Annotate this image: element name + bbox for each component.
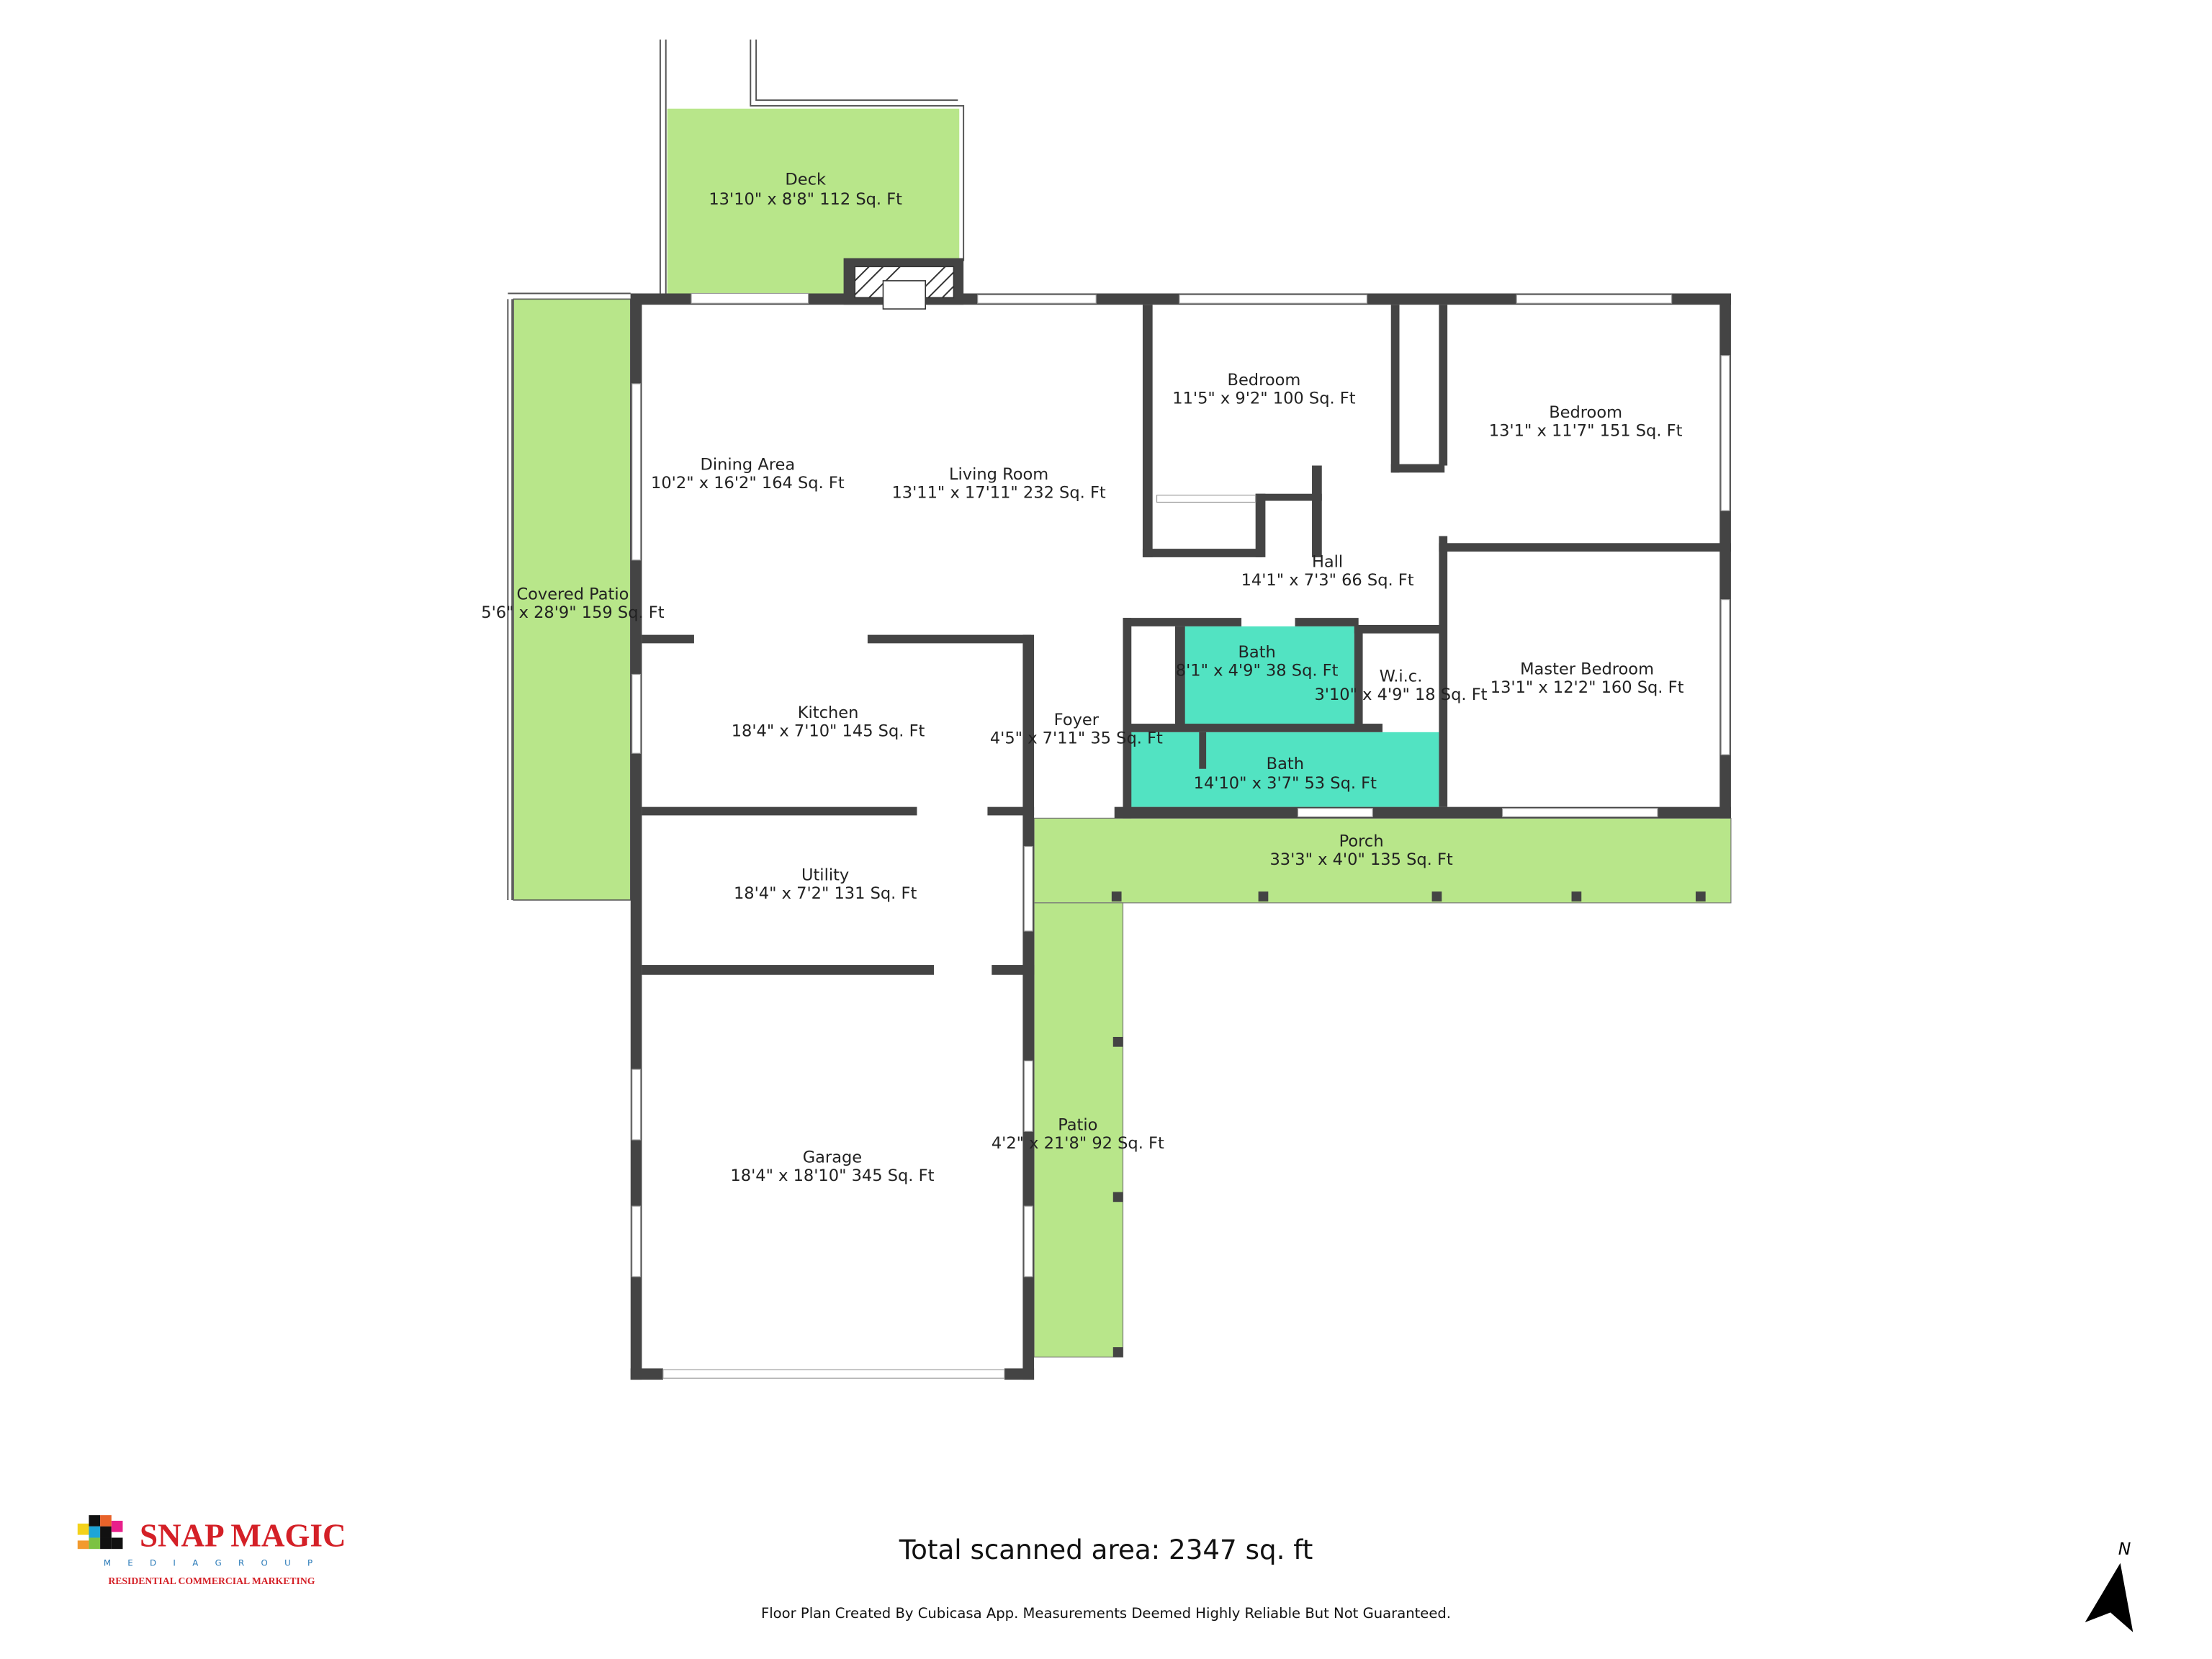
room-dims: 13'1" x 12'2" 160 Sq. Ft bbox=[1491, 678, 1684, 697]
room-dims: 11'5" x 9'2" 100 Sq. Ft bbox=[1172, 389, 1355, 408]
room-name: W.i.c. bbox=[1380, 667, 1423, 685]
north-arrow-icon: N bbox=[2085, 1539, 2134, 1632]
room-name: Master Bedroom bbox=[1520, 660, 1654, 678]
disclaimer: Floor Plan Created By Cubicasa App. Meas… bbox=[761, 1605, 1451, 1622]
porch-posts bbox=[1111, 891, 1706, 1357]
patio-area bbox=[1033, 902, 1124, 1358]
room-dims: 4'2" x 21'8" 92 Sq. Ft bbox=[992, 1134, 1164, 1153]
room-dims: 18'4" x 7'2" 131 Sq. Ft bbox=[734, 884, 917, 903]
bath-area-2 bbox=[1128, 732, 1439, 807]
room-labels: Deck 13'10" x 8'8" 112 Sq. Ft Dining Are… bbox=[481, 171, 1683, 1185]
room-name: Living Room bbox=[949, 465, 1048, 484]
room-name: Porch bbox=[1339, 832, 1384, 851]
room-name: Bedroom bbox=[1549, 403, 1622, 422]
svg-text:SNAP MAGIC: SNAP MAGIC bbox=[140, 1517, 346, 1553]
svg-text:M E D I A G R O U P: M E D I A G R O U P bbox=[104, 1558, 320, 1568]
svg-text:RESIDENTIAL COMMERCIAL MAR: RESIDENTIAL COMMERCIAL MARKETING bbox=[108, 1575, 315, 1586]
room-name: Covered Patio bbox=[516, 585, 629, 604]
room-name: Dining Area bbox=[701, 455, 796, 474]
room-dims: 13'10" x 8'8" 112 Sq. Ft bbox=[709, 190, 902, 209]
room-name: Foyer bbox=[1054, 711, 1100, 729]
room-name: Bedroom bbox=[1228, 371, 1301, 390]
room-name: Bath bbox=[1238, 643, 1275, 662]
room-name: Kitchen bbox=[798, 703, 859, 722]
total-area: Total scanned area: 2347 sq. ft bbox=[899, 1534, 1313, 1565]
room-dims: 14'1" x 7'3" 66 Sq. Ft bbox=[1241, 571, 1414, 590]
covered-patio-area bbox=[513, 298, 631, 901]
windows bbox=[631, 292, 1730, 1379]
room-name: Bath bbox=[1267, 755, 1304, 773]
room-name: Patio bbox=[1058, 1115, 1097, 1134]
room-dims: 5'6" x 28'9" 159 Sq. Ft bbox=[481, 603, 664, 622]
svg-text:N: N bbox=[2118, 1539, 2131, 1559]
room-dims: 13'11" x 17'11" 232 Sq. Ft bbox=[891, 484, 1105, 503]
room-name: Hall bbox=[1312, 553, 1343, 572]
fireplace-icon bbox=[854, 266, 955, 310]
snap-magic-logo: SNAP MAGIC M E D I A G R O U P RESIDENTI… bbox=[77, 1515, 346, 1586]
bath-area-1 bbox=[1182, 626, 1354, 726]
deck-railing bbox=[507, 39, 965, 900]
room-dims: 33'3" x 4'0" 135 Sq. Ft bbox=[1269, 850, 1452, 869]
room-dims: 3'10" x 4'9" 18 Sq. Ft bbox=[1314, 685, 1487, 704]
room-dims: 8'1" x 4'9" 38 Sq. Ft bbox=[1176, 661, 1339, 680]
room-name: Garage bbox=[803, 1148, 862, 1166]
room-dims: 18'4" x 7'10" 145 Sq. Ft bbox=[732, 722, 925, 741]
room-dims: 10'2" x 16'2" 164 Sq. Ft bbox=[651, 474, 845, 493]
room-dims: 13'1" x 11'7" 151 Sq. Ft bbox=[1489, 421, 1683, 440]
room-name: Deck bbox=[785, 171, 826, 189]
room-name: Utility bbox=[801, 866, 849, 885]
room-dims: 18'4" x 18'10" 345 Sq. Ft bbox=[730, 1166, 934, 1185]
room-dims: 4'5" x 7'11" 35 Sq. Ft bbox=[990, 729, 1163, 747]
room-dims: 14'10" x 3'7" 53 Sq. Ft bbox=[1194, 774, 1377, 793]
